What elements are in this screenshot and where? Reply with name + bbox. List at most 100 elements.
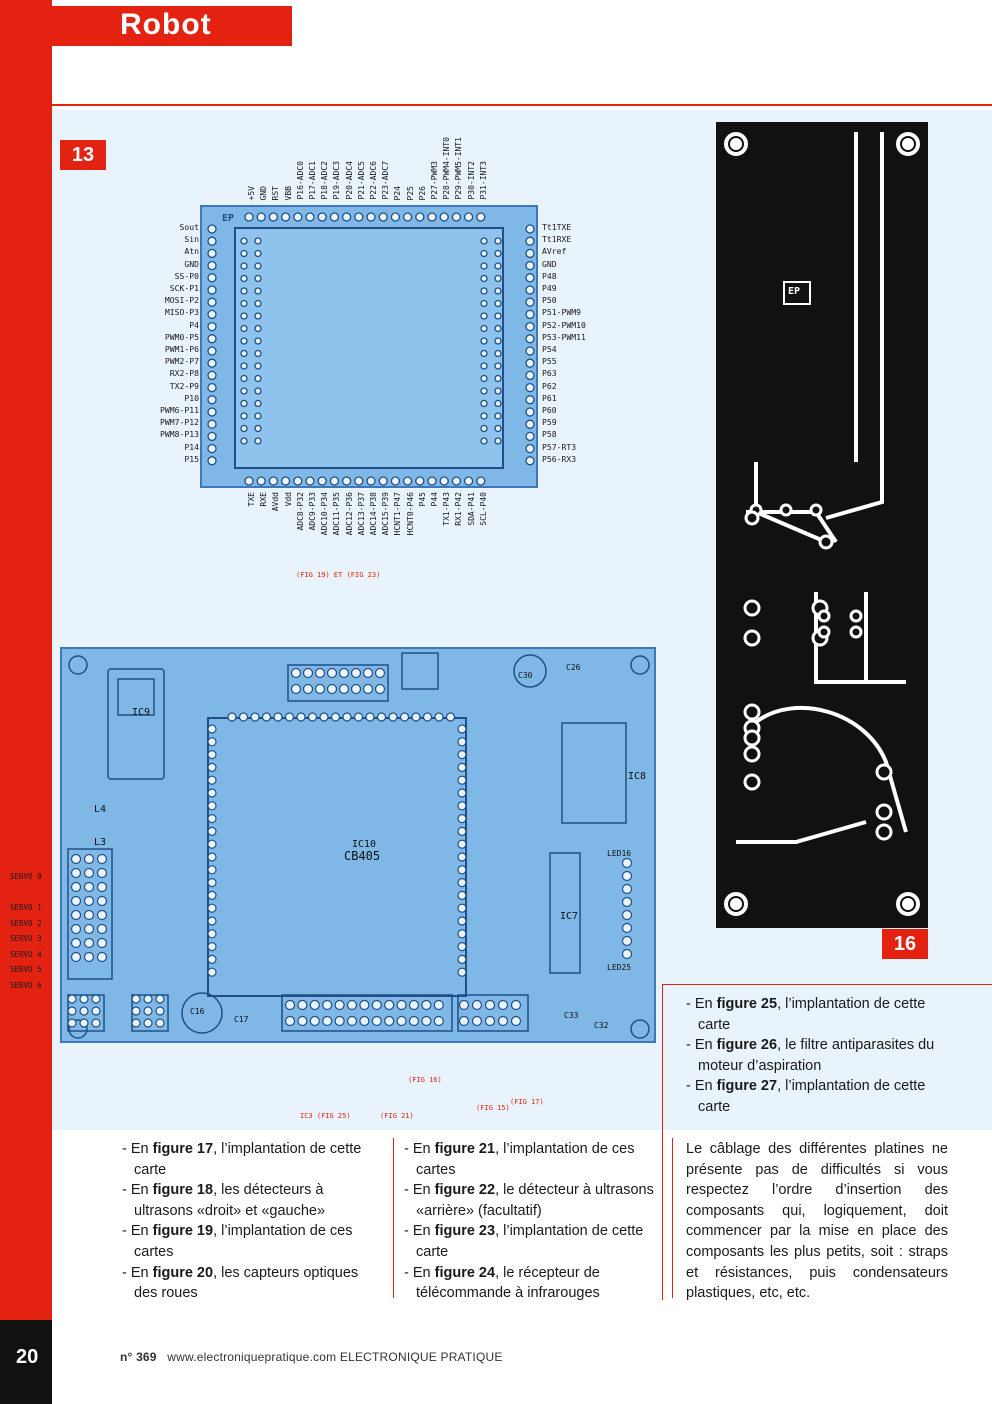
pin-hole	[374, 683, 386, 695]
pin-hole	[70, 937, 82, 949]
pin-hole	[378, 212, 388, 222]
pin-label: RXE	[259, 492, 269, 507]
pin-hole	[494, 274, 502, 283]
pin-hole	[317, 212, 327, 222]
pin-hole	[302, 667, 314, 679]
pin-hole	[621, 935, 633, 947]
pin-hole	[284, 999, 296, 1011]
pin-hole	[302, 683, 314, 695]
pin-label: P53-PWM11	[542, 331, 586, 342]
pin-hole	[207, 814, 217, 824]
pin-hole	[457, 775, 467, 785]
pin-label: TXE	[247, 492, 256, 507]
pin-hole	[207, 762, 217, 773]
pin-hole	[480, 362, 488, 370]
pin-hole	[494, 237, 502, 245]
pin-hole	[494, 287, 502, 295]
pin-hole	[480, 399, 488, 408]
pin-hole	[254, 287, 262, 295]
pin-label: P59	[542, 417, 557, 428]
pin-hole	[155, 994, 165, 1004]
pin-hole	[309, 1015, 320, 1027]
pin-hole	[329, 476, 340, 486]
pin-hole	[268, 212, 279, 222]
pin-hole	[480, 299, 488, 308]
pin-hole	[240, 424, 248, 433]
pin-hole	[525, 382, 535, 393]
pin-hole	[433, 1015, 444, 1027]
pin-hole	[433, 999, 444, 1011]
pin-hole	[207, 775, 217, 785]
pin-label: P27-PWM3	[430, 161, 439, 200]
pin-label: ADC8-P32	[295, 492, 305, 531]
bullet-item: - En figure 24, le récepteur de télécomm…	[404, 1264, 600, 1302]
pin-hole	[421, 1015, 432, 1027]
pin-hole	[207, 890, 217, 900]
pin-hole	[207, 916, 217, 926]
pin-hole	[494, 262, 502, 270]
pin-hole	[457, 749, 467, 760]
figure-16-pcb: EP	[716, 122, 928, 928]
pin-label: P28-PWM4-INT0	[442, 137, 452, 200]
pin-hole	[207, 285, 217, 295]
pin-hole	[480, 387, 488, 395]
pin-label: P45	[417, 492, 427, 507]
pin-label: MISO-P3	[164, 307, 199, 318]
fig16-note: (FIG 16)	[408, 1076, 442, 1084]
bullet-item: - En figure 19, l’implantation de ces ca…	[122, 1223, 353, 1260]
pin-hole	[422, 712, 433, 722]
pin-hole	[240, 274, 248, 283]
pin-hole	[96, 923, 108, 935]
page-number: 20	[16, 1346, 39, 1368]
figure-13-badge: 13	[60, 140, 106, 170]
pin-hole	[143, 1018, 153, 1028]
pin-hole	[525, 370, 535, 381]
pin-label: ADC12-P36	[344, 492, 354, 536]
chip-outline	[234, 227, 504, 469]
pin-hole	[207, 407, 217, 417]
pin-hole	[284, 712, 295, 722]
ic7-label: IC7	[560, 911, 579, 922]
pin-hole	[402, 212, 413, 222]
pin-hole	[338, 667, 350, 679]
pin-hole	[484, 999, 496, 1011]
bullet-item: - En figure 26, le filtre antiparasites …	[686, 1037, 935, 1074]
pin-hole	[207, 334, 217, 344]
pin-hole	[207, 236, 217, 246]
pin-hole	[314, 667, 326, 679]
pin-hole	[525, 443, 535, 454]
pin-hole	[458, 999, 470, 1011]
pin-hole	[434, 712, 444, 722]
pin-hole	[155, 1006, 165, 1016]
pin-hole	[457, 826, 467, 836]
pin-hole	[334, 1015, 345, 1027]
pin-hole	[254, 237, 262, 245]
pin-hole	[256, 476, 266, 486]
column-rule-2	[672, 1138, 673, 1298]
pin-label: P50	[542, 295, 557, 306]
pin-hole	[143, 994, 153, 1004]
pin-label: VBB	[283, 185, 293, 200]
pin-hole	[480, 324, 488, 333]
pin-hole	[525, 358, 535, 368]
pin-hole	[494, 412, 502, 420]
pin-hole	[207, 456, 217, 466]
pin-hole	[297, 1015, 308, 1027]
pin-label: P62	[542, 380, 557, 391]
pin-hole	[207, 801, 217, 811]
pin-hole	[207, 370, 217, 381]
pin-hole	[494, 387, 502, 395]
pin-hole	[494, 374, 502, 383]
pin-hole	[244, 212, 254, 222]
pin-hole	[254, 312, 262, 320]
pin-hole	[155, 1018, 165, 1028]
pin-hole	[494, 324, 502, 333]
pin-hole	[439, 476, 449, 486]
pin-label: P16-ADC0	[295, 161, 305, 200]
pin-hole	[480, 374, 488, 383]
pin-hole	[463, 212, 474, 222]
pcb16-logo: EP	[788, 286, 801, 297]
pin-hole	[207, 260, 217, 271]
pin-hole	[240, 299, 248, 308]
